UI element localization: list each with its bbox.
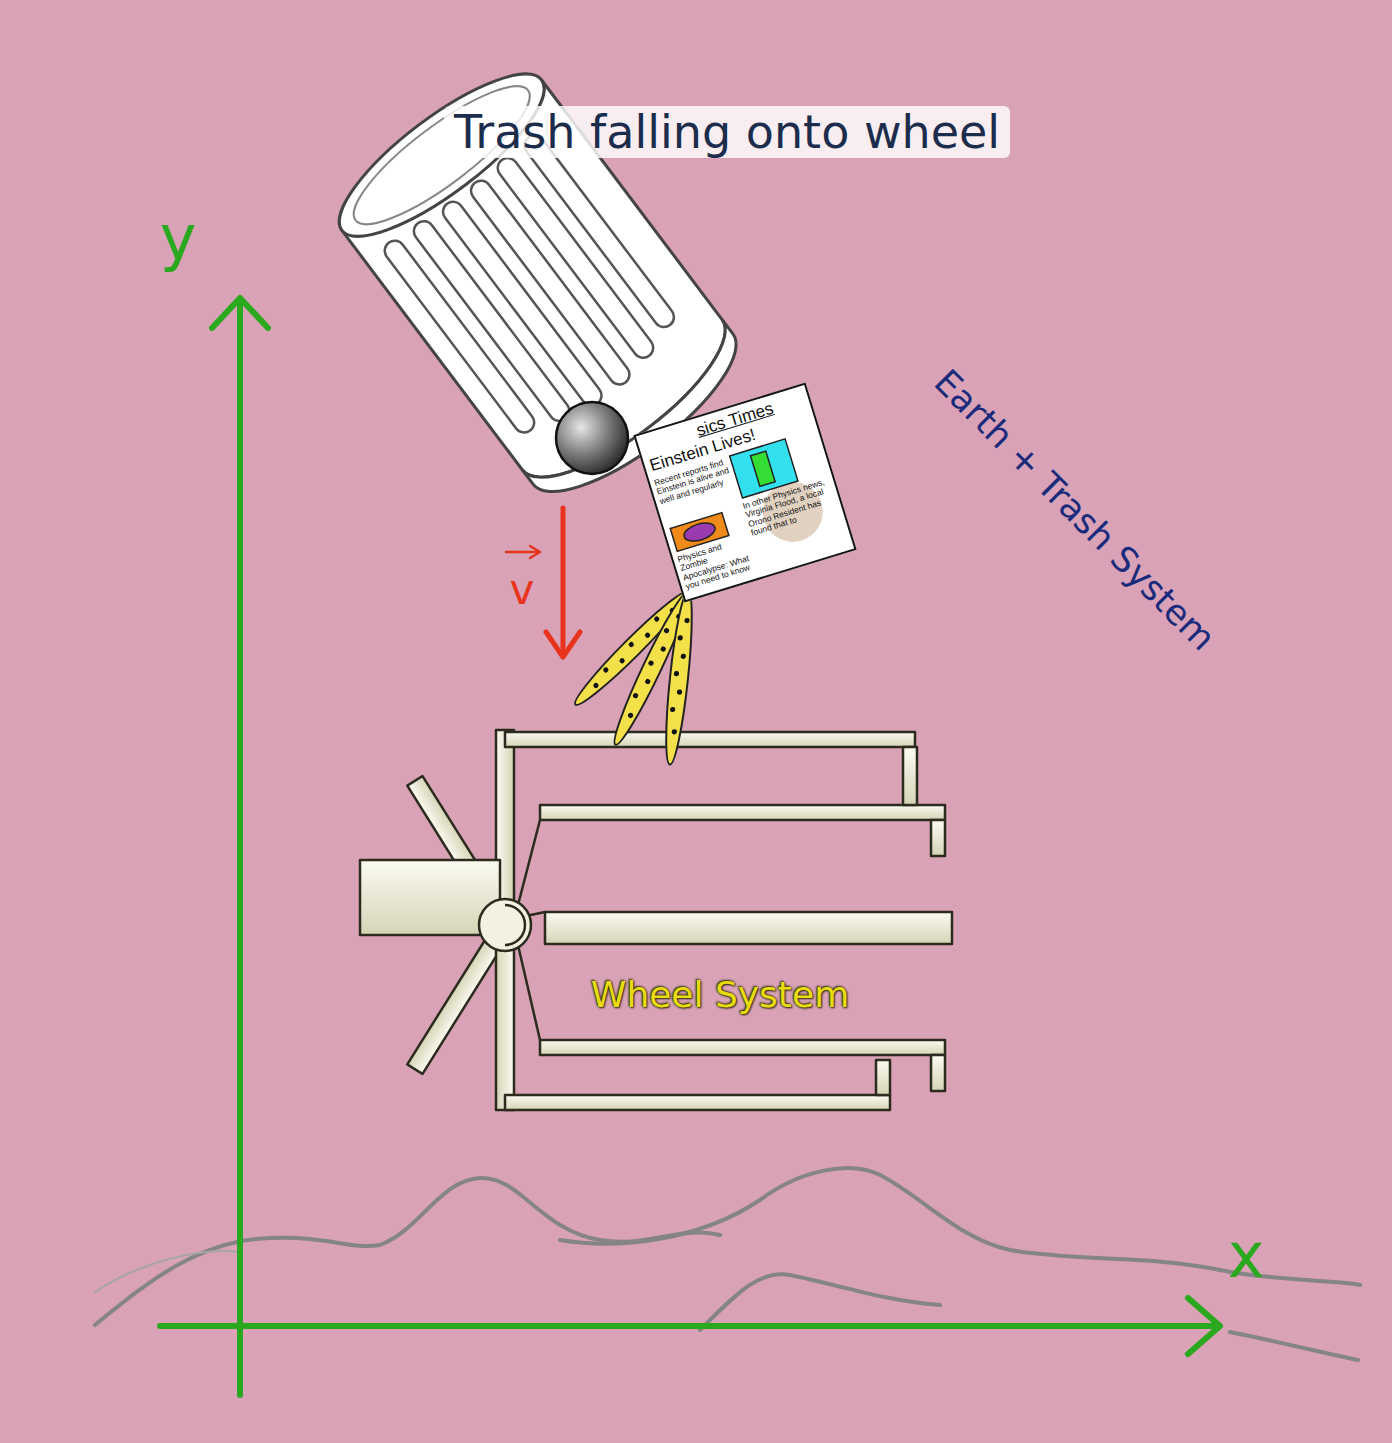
hills	[95, 1168, 1360, 1360]
subsystem-ellipse: Wheel System	[290, 685, 1100, 1130]
wheel-board-end	[876, 1060, 890, 1095]
velocity-head	[546, 632, 580, 657]
velocity-arrow	[546, 508, 580, 657]
can-ribs	[381, 131, 690, 451]
system-label-holder: Wheel System	[591, 974, 849, 1015]
hill-line	[700, 1274, 940, 1330]
vector-mark	[506, 546, 540, 558]
wheel-board	[545, 912, 952, 944]
axis-label-holder: x	[1228, 1220, 1265, 1291]
wheel-slat	[496, 945, 514, 1110]
system-label: Wheel System	[591, 974, 849, 1015]
system-label-holder: Earth + Trash System	[927, 362, 1224, 659]
vector-label: v	[510, 566, 535, 614]
can-rib	[521, 131, 678, 331]
wheel-slat	[407, 937, 502, 1074]
wheel-board-end	[931, 1055, 945, 1091]
system-boundary-shape	[139, 257, 1303, 1393]
vector-label-holder: v	[510, 566, 535, 614]
hill-line	[1230, 1332, 1358, 1360]
wheel-board	[540, 1040, 945, 1055]
axis-label: x	[1228, 1220, 1265, 1291]
x-axis	[160, 1323, 1218, 1329]
newspaper: sics TimesEinstein Lives!Recent reports …	[633, 383, 856, 603]
falling-ball	[556, 402, 628, 474]
axis-label-holder: y	[160, 202, 197, 273]
y-axis	[237, 300, 243, 1395]
system-label: Earth + Trash System	[927, 362, 1224, 659]
wheel-board-end	[903, 747, 917, 805]
wheel-board-end	[931, 820, 945, 856]
diagram-title-holder: Trash falling onto wheel	[444, 106, 1010, 159]
velocity-shaft	[561, 508, 566, 655]
newspaper-picture	[682, 520, 717, 545]
subsystem-ellipse-outline	[290, 685, 1100, 1130]
axis-label: y	[160, 202, 197, 273]
diagram-title: Trash falling onto wheel	[444, 106, 1010, 159]
x-axis-head	[1188, 1298, 1220, 1354]
subsystem-ellipse-shape	[292, 687, 1098, 1128]
newspaper-picture	[751, 451, 776, 486]
inner-border	[89, 40, 1357, 1434]
paddle-wheel	[360, 730, 952, 1110]
system-boundary: sics TimesEinstein Lives!Recent reports …	[137, 255, 1305, 1395]
y-axis-head	[212, 298, 268, 328]
peel-strip	[661, 591, 697, 766]
vector-mark-head	[530, 546, 540, 558]
wheel-hub	[479, 899, 531, 951]
hill-line	[95, 1178, 720, 1325]
axes	[160, 298, 1220, 1395]
wheel-hub-rim	[505, 905, 525, 945]
vector-mark-line	[506, 551, 538, 554]
hill-line	[95, 1251, 240, 1292]
wheel-board	[540, 805, 945, 820]
wheel-board	[505, 732, 915, 747]
banana-peel	[569, 585, 697, 765]
white-panel	[70, 22, 1372, 1443]
wheel-board	[505, 1095, 890, 1110]
